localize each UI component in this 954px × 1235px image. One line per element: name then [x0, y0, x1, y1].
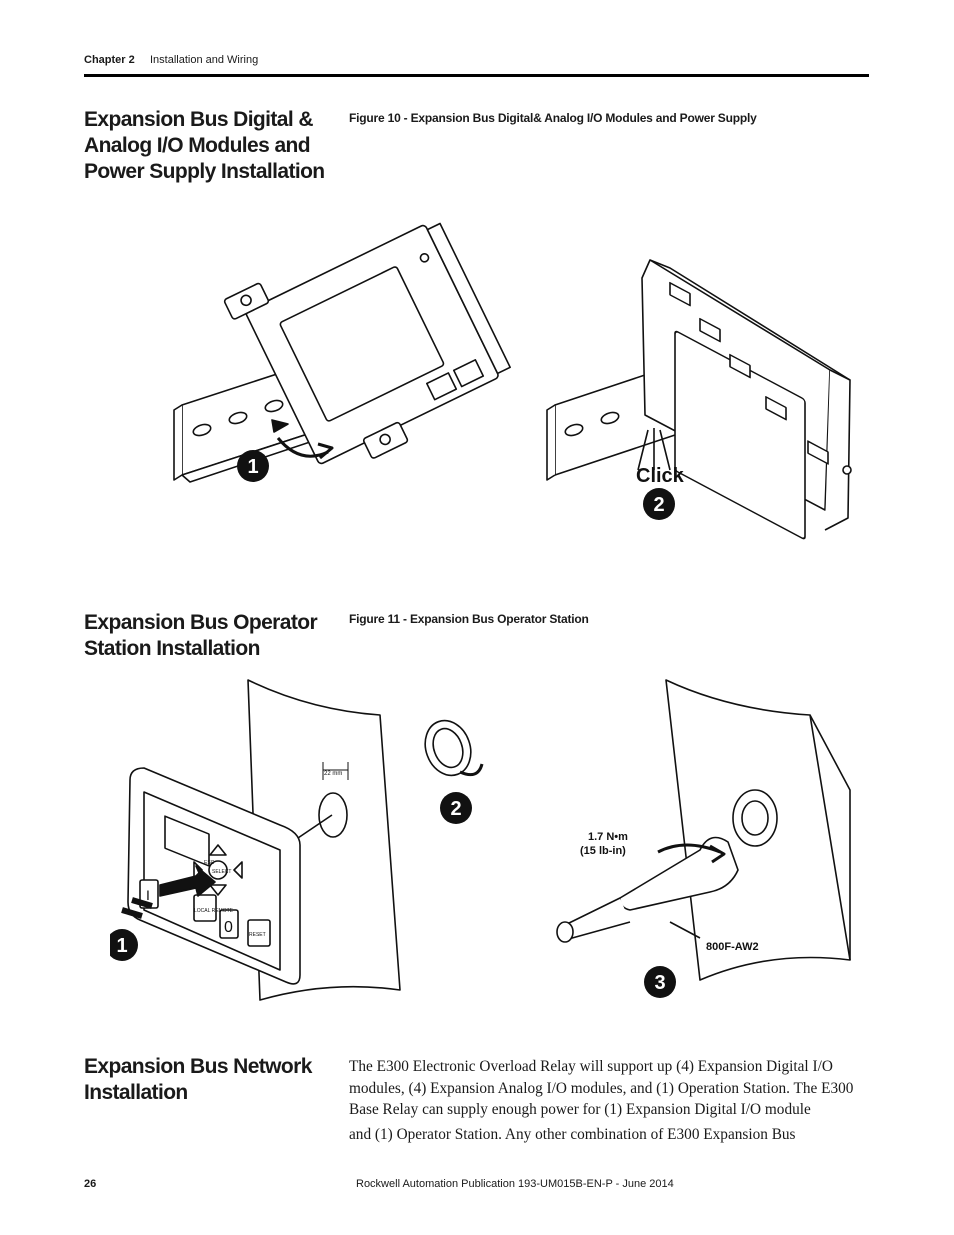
figure-11-illustration: 22 mm ESC SELECT LOCAL REMOTE RESET I 0 …: [110, 679, 851, 1001]
step-3-badge-fig11: [644, 966, 676, 998]
header-rule: [84, 74, 869, 77]
tool-part-label: 800F-AW2: [706, 941, 759, 953]
section-title-network: Expansion Bus Network Installation: [84, 1055, 312, 1104]
btn-local-remote-label: LOCAL REMOTE: [194, 908, 234, 914]
btn-on-label: I: [146, 887, 150, 903]
figure-10-caption: Figure 10 - Expansion Bus Digital& Analo…: [349, 111, 757, 125]
network-body-line-2: and (1) Operator Station. Any other comb…: [349, 1125, 796, 1143]
io-module-tilted: [223, 222, 511, 465]
network-body-line-1: The E300 Electronic Overload Relay will …: [349, 1058, 854, 1118]
header-chapter: Chapter 2: [84, 54, 135, 66]
footer-page-number: 26: [84, 1178, 97, 1190]
footer-publication: Rockwell Automation Publication 193-UM01…: [356, 1178, 674, 1190]
btn-esc-label: ESC: [204, 860, 215, 866]
step-1-label-fig11: 1: [116, 935, 127, 957]
step-1-badge-fig11: [110, 929, 138, 961]
section-title-io-modules: Expansion Bus Digital & Analog I/O Modul…: [84, 108, 325, 183]
btn-reset-label: RESET: [249, 932, 266, 938]
hole-size-label: 22 mm: [324, 771, 342, 777]
click-label: Click: [636, 465, 685, 487]
step-2-label-fig11: 2: [450, 798, 461, 820]
section-title-operator-station: Expansion Bus Operator Station Installat…: [84, 611, 318, 660]
panel-hole: [318, 792, 348, 838]
step-2-label-fig10: 2: [653, 494, 664, 516]
step-1-label-fig10: 1: [247, 456, 258, 478]
step-1-badge-fig10: [237, 450, 269, 482]
step-2-badge-fig10: [643, 488, 675, 520]
network-body-text: The E300 Electronic Overload Relay will …: [349, 1056, 874, 1145]
figure-10-illustration: 1 Click 2: [173, 222, 852, 540]
step-3-label-fig11: 3: [654, 972, 665, 994]
figure-11-caption: Figure 11 - Expansion Bus Operator Stati…: [349, 612, 589, 626]
torque-lbin-label: (15 lb-in): [580, 845, 626, 857]
btn-off-label: 0: [224, 919, 233, 936]
torque-nm-label: 1.7 N•m: [588, 831, 628, 843]
step-2-badge-fig11: [440, 792, 472, 824]
btn-select-label: SELECT: [212, 869, 231, 875]
header-title: Installation and Wiring: [150, 54, 259, 66]
